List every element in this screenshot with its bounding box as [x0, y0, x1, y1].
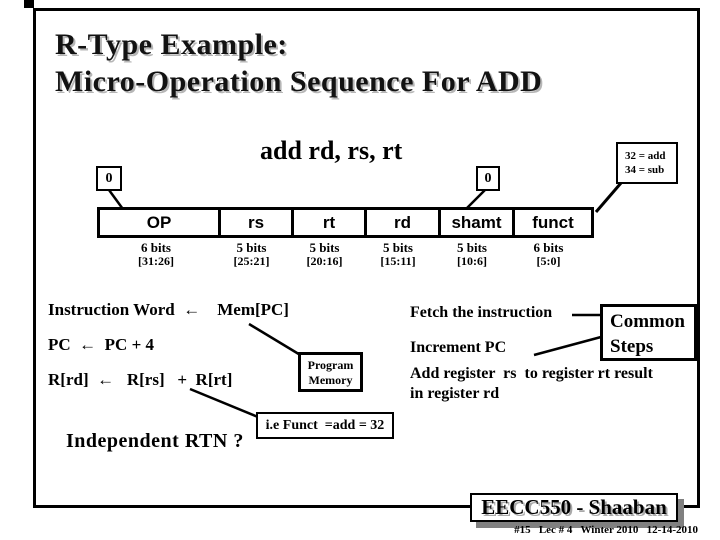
- desc-add-line1: Add register rs to register rt result: [410, 365, 653, 382]
- field-rd: rd: [364, 210, 438, 235]
- bits-shamt: 5 bits [10:6]: [457, 240, 487, 268]
- field-bits-row: 6 bits [31:26] 5 bits [25:21] 5 bits [20…: [97, 241, 594, 268]
- bits-op: 6 bits [31:26]: [138, 240, 174, 268]
- op-zero-box: 0: [96, 166, 122, 191]
- footer-course-box: EECC550 - Shaaban: [470, 493, 678, 522]
- slide-title: R-Type Example: Micro-Operation Sequence…: [55, 26, 542, 100]
- rtn-add: R[rd] ← R[rs] + R[rt]: [48, 370, 233, 389]
- shamt-zero-box: 0: [476, 166, 500, 191]
- slide-title-line1: R-Type Example:: [55, 28, 288, 61]
- corner-tab: [24, 0, 34, 8]
- field-shamt: shamt: [438, 210, 512, 235]
- program-memory-line1: Program: [307, 358, 354, 372]
- funct-note-line1: 32 = add: [625, 150, 666, 162]
- desc-add-line2: in register rd: [410, 385, 500, 402]
- common-steps-line2: Steps: [610, 336, 654, 357]
- rtn-increment-pc: PC ← PC + 4: [48, 335, 155, 354]
- slide-border-frame: [33, 8, 700, 508]
- instruction-fields-row: OP rs rt rd shamt funct: [97, 207, 594, 238]
- footer-lecture-info: #15 Lec # 4 Winter 2010 12-14-2010: [514, 524, 698, 536]
- bits-rd: 5 bits [15:11]: [380, 240, 416, 268]
- bits-funct: 6 bits [5:0]: [533, 240, 564, 268]
- field-rs: rs: [218, 210, 291, 235]
- bits-rs: 5 bits [25:21]: [233, 240, 270, 268]
- program-memory-line2: Memory: [308, 373, 353, 387]
- rtn-fetch: Instruction Word ← Mem[PC]: [48, 300, 289, 319]
- asm-instruction: add rd, rs, rt: [260, 136, 403, 165]
- field-op: OP: [146, 212, 172, 232]
- independent-rtn-question: Independent RTN ?: [66, 430, 244, 452]
- program-memory-box: Program Memory: [298, 352, 363, 392]
- slide-title-line2: Micro-Operation Sequence For ADD: [55, 65, 543, 98]
- common-steps-line1: Common: [610, 311, 685, 332]
- bits-rt: 5 bits [20:16]: [306, 240, 343, 268]
- common-steps-box: Common Steps: [600, 304, 697, 361]
- desc-increment-pc: Increment PC: [410, 339, 507, 356]
- funct-note-line2: 34 = sub: [625, 164, 665, 176]
- field-funct: funct: [512, 210, 591, 235]
- funct-values-note: 32 = add 34 = sub: [616, 142, 678, 184]
- desc-fetch: Fetch the instruction: [410, 304, 553, 321]
- funct-callout-box: i.e Funct =add = 32: [256, 412, 394, 439]
- field-rt: rt: [291, 210, 364, 235]
